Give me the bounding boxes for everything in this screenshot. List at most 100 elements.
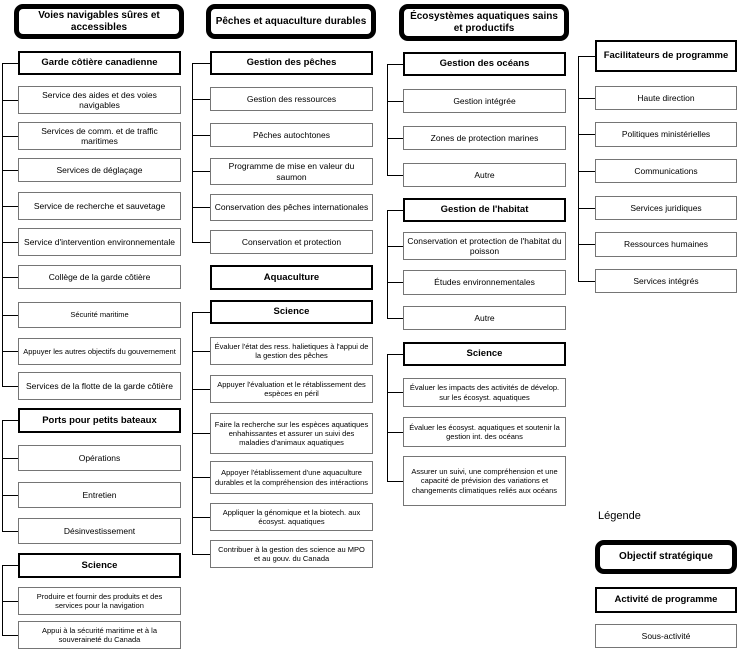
connector-horizontal-line <box>387 282 403 283</box>
subactivity-box: Politiques ministérielles <box>595 122 737 147</box>
activity-box-science-peches: Science <box>210 300 373 324</box>
subactivity-box: Autre <box>403 163 566 187</box>
subactivity-box: Gestion des ressources <box>210 87 373 111</box>
activity-box-gestion-oceans: Gestion des océans <box>403 52 566 76</box>
connector-horizontal-line <box>2 495 18 496</box>
activity-box-aquaculture: Aquaculture <box>210 265 373 290</box>
connector-horizontal-line <box>387 318 403 319</box>
connector-horizontal-line <box>192 517 210 518</box>
subactivity-box: Services intégrés <box>595 269 737 293</box>
connector-horizontal-line <box>2 206 18 207</box>
connector-horizontal-line <box>2 386 18 387</box>
legend-subactivity-box: Sous-activité <box>595 624 737 648</box>
activity-box-science-ecosystemes: Science <box>403 342 566 366</box>
subactivity-box: Service d'intervention environnementale <box>18 228 181 256</box>
connector-horizontal-line <box>192 389 210 390</box>
connector-horizontal-line <box>387 64 403 65</box>
activity-box-ports-petits-bateaux: Ports pour petits bateaux <box>18 408 181 433</box>
connector-horizontal-line <box>192 477 210 478</box>
subactivity-box: Produire et fournir des produits et des … <box>18 587 181 615</box>
subactivity-box: Zones de protection marines <box>403 126 566 150</box>
connector-horizontal-line <box>578 208 595 209</box>
subactivity-box: Opérations <box>18 445 181 471</box>
subactivity-box: Sécurité maritime <box>18 302 181 328</box>
objective-box-peches-aquaculture: Pêches et aquaculture durables <box>206 4 376 39</box>
subactivity-box: Évaluer l'état des ress. halietiques à l… <box>210 337 373 365</box>
subactivity-box: Services de déglaçage <box>18 158 181 182</box>
connector-vertical-line <box>2 565 3 636</box>
connector-horizontal-line <box>192 63 210 64</box>
activity-box-gestion-habitat: Gestion de l'habitat <box>403 198 566 222</box>
connector-horizontal-line <box>192 312 210 313</box>
subactivity-box: Service de recherche et sauvetage <box>18 192 181 220</box>
connector-horizontal-line <box>192 135 210 136</box>
connector-horizontal-line <box>387 138 403 139</box>
subactivity-box: Pêches autochtones <box>210 123 373 147</box>
subactivity-box: Ressources humaines <box>595 232 737 257</box>
activity-box-science-navigation: Science <box>18 553 181 578</box>
subactivity-box: Appui à la sécurité maritime et à la sou… <box>18 621 181 649</box>
connector-vertical-line <box>2 420 3 532</box>
connector-vertical-line <box>387 64 388 176</box>
connector-horizontal-line <box>387 481 403 482</box>
subactivity-box: Évaluer les impacts des activités de dév… <box>403 378 566 407</box>
connector-horizontal-line <box>387 432 403 433</box>
legend-activity-box: Activité de programme <box>595 587 737 613</box>
connector-horizontal-line <box>387 101 403 102</box>
subactivity-box: Appoyer l'établissement d'une aquacultur… <box>210 461 373 494</box>
connector-horizontal-line <box>192 351 210 352</box>
legend-objective-box: Objectif stratégique <box>595 540 737 574</box>
connector-horizontal-line <box>387 246 403 247</box>
subactivity-box: Études environnementales <box>403 270 566 295</box>
connector-horizontal-line <box>2 601 18 602</box>
connector-horizontal-line <box>2 242 18 243</box>
activity-box-garde-cotiere: Garde côtière canadienne <box>18 51 181 75</box>
subactivity-box: Collège de la garde côtière <box>18 265 181 289</box>
connector-horizontal-line <box>192 99 210 100</box>
subactivity-box: Services de comm. et de traffic maritime… <box>18 122 181 150</box>
connector-vertical-line <box>192 63 193 243</box>
connector-horizontal-line <box>578 244 595 245</box>
connector-horizontal-line <box>387 354 403 355</box>
subactivity-box: Conservation des pêches internationales <box>210 194 373 221</box>
subactivity-box: Contribuer à la gestion des science au M… <box>210 540 373 568</box>
connector-horizontal-line <box>2 277 18 278</box>
subactivity-box: Conservation et protection <box>210 230 373 254</box>
subactivity-box: Programme de mise en valeur du saumon <box>210 158 373 185</box>
activity-box-facilitateurs-programme: Facilitateurs de programme <box>595 40 737 72</box>
subactivity-box: Faire la recherche sur les espèces aquat… <box>210 413 373 454</box>
connector-horizontal-line <box>2 635 18 636</box>
objective-box-ecosystemes-aquatiques: Écosystèmes aquatiques sains et producti… <box>399 4 569 41</box>
connector-horizontal-line <box>578 281 595 282</box>
connector-horizontal-line <box>2 63 18 64</box>
subactivity-box: Autre <box>403 306 566 330</box>
subactivity-box: Gestion intégrée <box>403 89 566 113</box>
connector-horizontal-line <box>2 315 18 316</box>
connector-horizontal-line <box>387 210 403 211</box>
connector-vertical-line <box>578 56 579 282</box>
activity-box-gestion-peches: Gestion des pêches <box>210 51 373 75</box>
connector-horizontal-line <box>387 175 403 176</box>
subactivity-box: Entretien <box>18 482 181 508</box>
subactivity-box: Assurer un suivi, une compréhension et u… <box>403 456 566 506</box>
connector-vertical-line <box>387 210 388 319</box>
connector-vertical-line <box>2 63 3 387</box>
subactivity-box: Haute direction <box>595 86 737 110</box>
connector-horizontal-line <box>192 433 210 434</box>
connector-horizontal-line <box>192 242 210 243</box>
connector-horizontal-line <box>578 171 595 172</box>
connector-horizontal-line <box>2 458 18 459</box>
connector-horizontal-line <box>2 531 18 532</box>
connector-horizontal-line <box>387 392 403 393</box>
objective-box-voies-navigables: Voies navigables sûres et accessibles <box>14 4 184 39</box>
connector-horizontal-line <box>192 171 210 172</box>
connector-horizontal-line <box>2 420 18 421</box>
connector-horizontal-line <box>2 565 18 566</box>
subactivity-box: Appuyer les autres objectifs du gouverne… <box>18 338 181 365</box>
connector-horizontal-line <box>578 56 595 57</box>
subactivity-box: Désinvestissement <box>18 518 181 544</box>
connector-horizontal-line <box>192 554 210 555</box>
subactivity-box: Évaluer les écosyst. aquatiques et soute… <box>403 417 566 447</box>
connector-horizontal-line <box>2 170 18 171</box>
legend-title: Légende <box>598 510 641 522</box>
